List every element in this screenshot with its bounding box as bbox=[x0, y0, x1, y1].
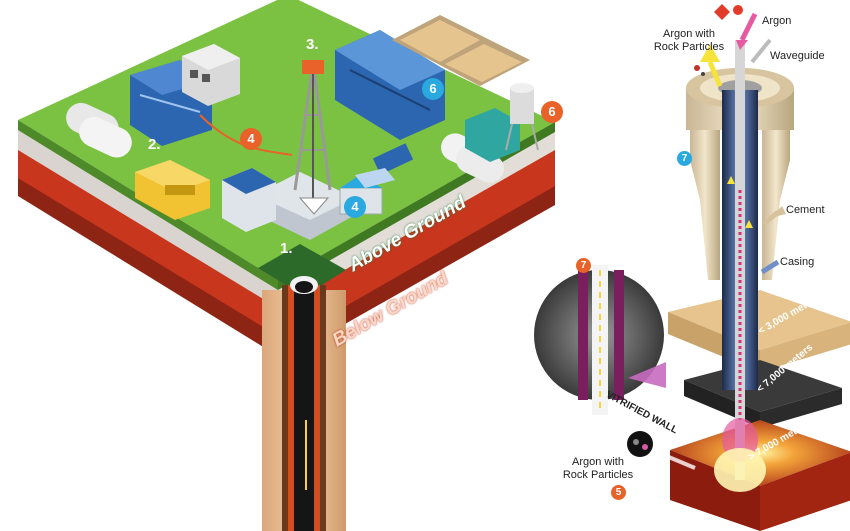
argon-rock-particles-bottom-label: Argon with Rock Particles bbox=[562, 456, 634, 481]
marker-1: 1. bbox=[280, 240, 293, 257]
marker-5: 5 bbox=[611, 485, 626, 500]
cement-label: Cement bbox=[786, 204, 825, 216]
waveguide-label: Waveguide bbox=[770, 50, 825, 62]
drilling-rig bbox=[222, 60, 383, 240]
storage-tanks bbox=[66, 102, 132, 158]
marker-4-blue: 4 bbox=[344, 196, 366, 218]
borehole bbox=[258, 244, 346, 531]
blue-pipes bbox=[355, 143, 414, 188]
marker-4-orange: 4 bbox=[240, 128, 262, 150]
compressor-bank bbox=[335, 30, 445, 140]
marker-2: 2. bbox=[148, 136, 161, 153]
marker-6-blue: 6 bbox=[422, 78, 444, 100]
argon-rock-particles-top-label: Argon with Rock Particles bbox=[653, 28, 725, 53]
well-cross-section bbox=[668, 4, 850, 531]
marker-7-orange: 7 bbox=[576, 258, 591, 273]
marker-7-blue: 7 bbox=[677, 151, 692, 166]
argon-label: Argon bbox=[762, 15, 792, 27]
settling-pools bbox=[392, 15, 530, 86]
water-tower bbox=[505, 83, 539, 151]
marker-6-orange: 6 bbox=[541, 101, 563, 123]
rock-particle-sample bbox=[627, 431, 696, 470]
control-cabinet bbox=[182, 44, 240, 106]
casing-label: Casing bbox=[780, 256, 815, 268]
generator bbox=[135, 160, 210, 220]
magnified-wall-view bbox=[534, 265, 666, 415]
marker-3: 3. bbox=[306, 36, 319, 53]
